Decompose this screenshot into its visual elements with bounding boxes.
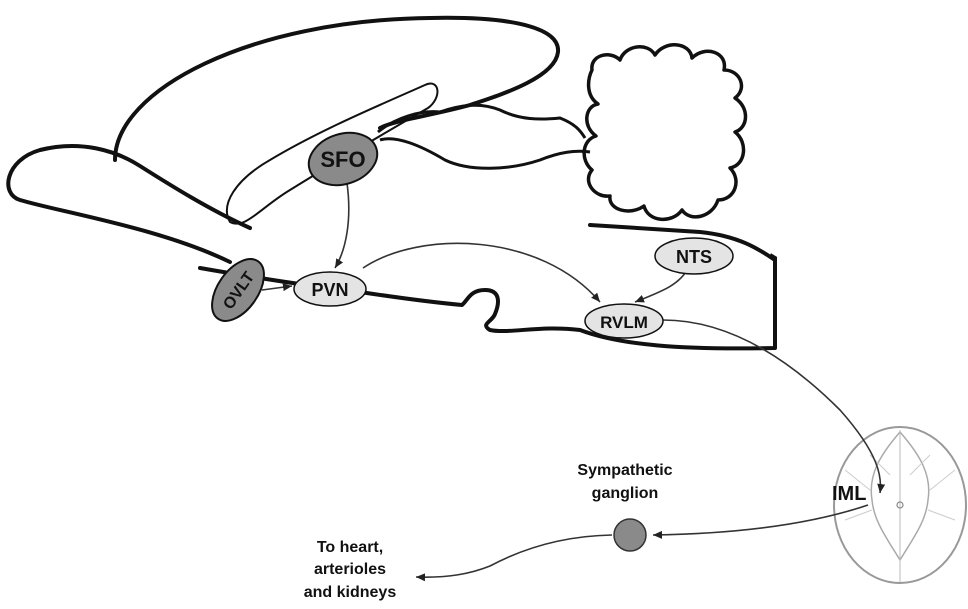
rvlm-label: RVLM	[600, 313, 648, 332]
spinal-cord-section	[834, 427, 966, 583]
ventral-brain-outline	[8, 146, 250, 262]
pvn-label: PVN	[311, 280, 348, 300]
ganglion-label-line2: ganglion	[592, 485, 659, 502]
target-label-line3: and kidneys	[304, 584, 397, 601]
brain-lower-edge	[770, 255, 775, 348]
pvn-to-rvlm-arrow	[363, 243, 600, 302]
nts-label: NTS	[676, 247, 712, 267]
ovlt-to-pvn-arrow	[262, 286, 292, 290]
midbrain-channel	[378, 105, 590, 168]
ganglion-to-target-arrow	[416, 535, 612, 577]
ganglion-node	[614, 519, 646, 551]
ganglion-label-line1: Sympathetic	[577, 462, 672, 479]
rvlm-node: RVLM	[585, 304, 663, 338]
pvn-node: PVN	[294, 272, 366, 306]
sfo-to-pvn-arrow	[335, 183, 349, 268]
cerebellum	[584, 45, 745, 220]
nts-node: NTS	[655, 238, 733, 274]
target-label-line2: arterioles	[314, 561, 386, 578]
sfo-label: SFO	[320, 147, 365, 172]
iml-label: IML	[832, 483, 866, 505]
target-label-line1: To heart,	[317, 539, 383, 556]
